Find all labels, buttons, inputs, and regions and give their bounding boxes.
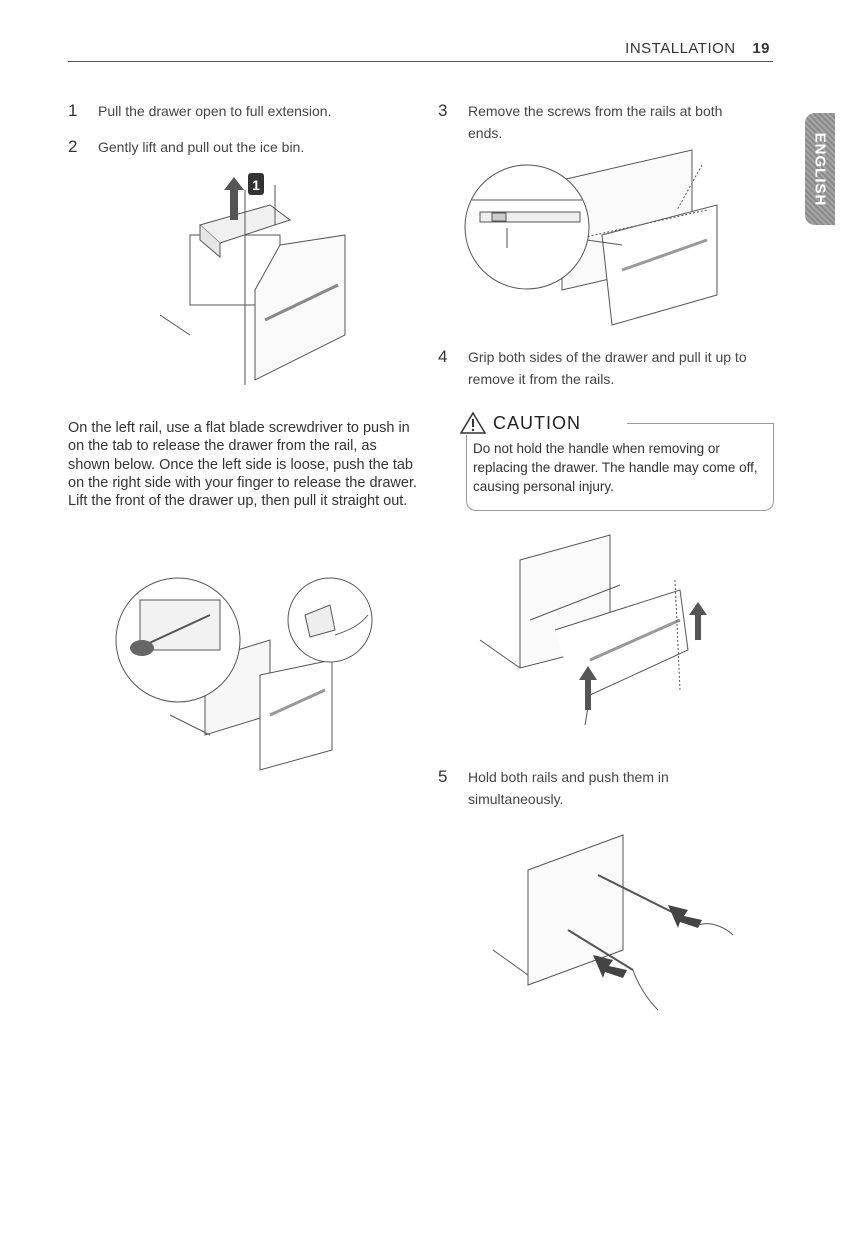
warning-icon [459, 411, 487, 434]
step-2: 2 Gently lift and pull out the ice bin. [68, 136, 388, 158]
instruction-paragraph: On the left rail, use a flat blade screw… [68, 420, 417, 510]
caution-header: CAUTION [459, 411, 587, 435]
header-divider [68, 61, 773, 62]
language-tab: ENGLISH [805, 113, 835, 225]
step-3: 3 Remove the screws from the rails at bo… [438, 100, 758, 144]
step-number: 5 [438, 767, 448, 786]
caution-box: CAUTION Do not hold the handle when remo… [459, 411, 774, 511]
caution-text: Do not hold the handle when removing or … [473, 441, 758, 494]
step-text: Gently lift and pull out the ice bin. [98, 139, 305, 155]
step-number: 1 [68, 101, 78, 120]
step-number: 2 [68, 137, 78, 156]
step-number: 3 [438, 101, 448, 120]
step-text: Hold both rails and push them in simulta… [468, 769, 669, 807]
step-number: 4 [438, 347, 448, 366]
page-number: 19 [752, 40, 770, 57]
step-4: 4 Grip both sides of the drawer and pull… [438, 346, 783, 390]
figure-drawer-lift [470, 520, 720, 725]
step-text: Pull the drawer open to full extension. [98, 103, 332, 119]
page-header: INSTALLATION 19 [625, 40, 770, 57]
step-5: 5 Hold both rails and push them in simul… [438, 766, 768, 810]
step-text: Remove the screws from the rails at both… [468, 103, 723, 141]
step-1: 1 Pull the drawer open to full extension… [68, 100, 388, 122]
step-text: Grip both sides of the drawer and pull i… [468, 349, 747, 387]
caution-title: CAUTION [493, 412, 581, 433]
figure-rail-screws [462, 140, 732, 330]
figure-callout-number: 1 [252, 177, 260, 193]
figure-push-rails [488, 820, 738, 1015]
section-title: INSTALLATION [625, 40, 736, 57]
caution-divider [627, 423, 773, 424]
language-tab-label: ENGLISH [811, 132, 829, 206]
figure-ice-bin: 1 [160, 165, 360, 385]
figure-rail-release [110, 575, 380, 775]
